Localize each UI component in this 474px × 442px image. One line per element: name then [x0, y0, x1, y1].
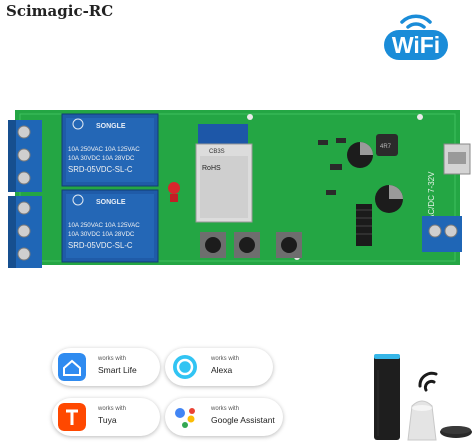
relay-bottom-brand: SONGLE — [96, 199, 126, 206]
relay-bottom-rating-1: 10A 250VAC 10A 125VAC — [68, 222, 140, 229]
relay-board: SONGLE 10A 250VAC 10A 125VAC 10A 30VDC 1… — [8, 110, 471, 268]
wifi-signal-icon — [418, 371, 438, 392]
compat-name: Google Assistant — [211, 415, 275, 425]
alexa-icon — [173, 355, 197, 379]
compat-small: works with — [98, 406, 127, 412]
module-label: CB3S — [209, 149, 225, 155]
compat-name: Smart Life — [98, 365, 137, 375]
coil — [356, 204, 372, 246]
wifi-badge: WiFi — [384, 14, 448, 60]
echo-speaker-icon — [374, 354, 400, 440]
relay-bottom: SONGLE 10A 250VAC 10A 125VAC 10A 30VDC 1… — [61, 189, 159, 263]
capacitor-top — [347, 142, 373, 168]
relay-bottom-model: SRD-05VDC-SL-C — [68, 241, 133, 250]
inductor-label: 4R7 — [380, 144, 392, 150]
compat-small: works with — [211, 356, 240, 362]
compat-card-smart-life: works with Smart Life — [52, 348, 160, 386]
capacitor-bottom — [375, 185, 403, 213]
compat-name: Alexa — [211, 365, 233, 375]
relay-bottom-rating-2: 10A 30VDC 10A 28VDC — [68, 231, 135, 238]
relay-top: SONGLE 10A 250VAC 10A 125VAC 10A 30VDC 1… — [61, 113, 159, 187]
echo-dot-icon — [440, 426, 472, 438]
compat-card-google-assistant: works with Google Assistant — [165, 398, 283, 436]
terminal-block-bottom — [8, 196, 42, 268]
relay-top-brand: SONGLE — [96, 123, 126, 130]
brand-logo: Scimagic-RC — [6, 2, 114, 20]
tuya-icon — [58, 403, 86, 431]
push-button-1 — [200, 232, 226, 258]
power-label: AC/DC 7-32V — [427, 171, 436, 220]
wifi-badge-text: WiFi — [392, 32, 440, 58]
smart-life-icon — [58, 353, 86, 381]
push-button-3 — [276, 232, 302, 258]
google-assistant-icon — [175, 408, 195, 428]
compat-small: works with — [211, 406, 240, 412]
wifi-module: CB3S RoHS — [195, 124, 253, 223]
relay-top-rating-2: 10A 30VDC 10A 28VDC — [68, 155, 135, 162]
relay-top-rating-1: 10A 250VAC 10A 125VAC — [68, 146, 140, 153]
compat-card-alexa: works with Alexa — [165, 348, 273, 386]
relay-top-model: SRD-05VDC-SL-C — [68, 165, 133, 174]
google-home-icon — [407, 400, 437, 441]
rohs-label: RoHS — [202, 165, 221, 172]
compat-card-tuya: works with Tuya — [52, 398, 160, 436]
wifi-signal-icon — [400, 14, 432, 29]
smart-speakers — [374, 354, 472, 441]
terminal-block-top — [8, 120, 42, 192]
compat-name: Tuya — [98, 415, 117, 425]
red-led — [168, 182, 180, 194]
push-button-2 — [234, 232, 260, 258]
compat-small: works with — [98, 356, 127, 362]
inductor — [376, 134, 398, 156]
terminal-block-power — [422, 216, 462, 252]
